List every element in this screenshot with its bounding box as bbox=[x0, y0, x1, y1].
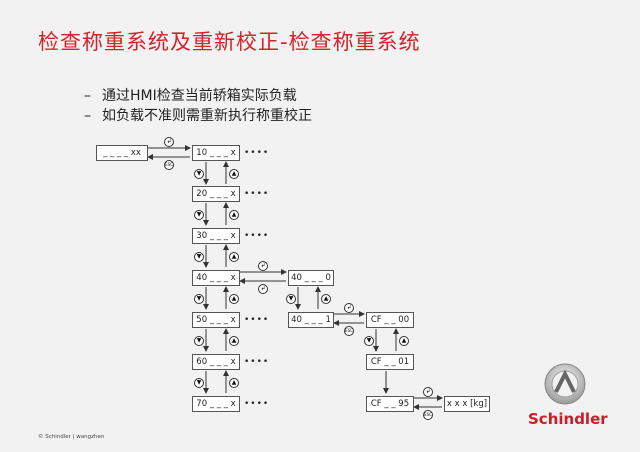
down-arrow-icon[interactable]: ▼ bbox=[194, 169, 204, 179]
up-arrow-icon[interactable]: ▲ bbox=[229, 169, 239, 179]
menu-item-10[interactable]: 10 _ _ _ x bbox=[192, 145, 240, 161]
footer-copyright: © Schindler | wangzhen bbox=[38, 434, 105, 440]
down-arrow-icon[interactable]: ▼ bbox=[194, 294, 204, 304]
menu-item-70[interactable]: 70 _ _ _ x bbox=[192, 396, 240, 412]
down-arrow-icon[interactable]: ▼ bbox=[194, 210, 204, 220]
vertical-ellipsis: ···· bbox=[384, 372, 388, 396]
more-marker: •••• bbox=[244, 189, 270, 199]
bullet-text: 如负载不准则需重新执行称重校正 bbox=[102, 108, 312, 124]
sub-item-40-1[interactable]: 40 _ _ _ 1 bbox=[288, 312, 334, 328]
down-arrow-icon[interactable]: ▼ bbox=[364, 336, 374, 346]
down-arrow-icon[interactable]: ▼ bbox=[286, 294, 296, 304]
esc-icon[interactable]: ESC bbox=[344, 326, 354, 336]
menu-item-20[interactable]: 20 _ _ _ x bbox=[192, 186, 240, 202]
menu-item-30[interactable]: 30 _ _ _ x bbox=[192, 228, 240, 244]
up-arrow-icon[interactable]: ▲ bbox=[321, 294, 331, 304]
up-arrow-icon[interactable]: ▲ bbox=[229, 294, 239, 304]
up-arrow-icon[interactable]: ▲ bbox=[229, 252, 239, 262]
up-arrow-icon[interactable]: ▲ bbox=[229, 336, 239, 346]
menu-item-50[interactable]: 50 _ _ _ x bbox=[192, 312, 240, 328]
down-arrow-icon[interactable]: ▼ bbox=[194, 252, 204, 262]
bullet-item: –如负载不准则需重新执行称重校正 bbox=[84, 108, 312, 124]
more-marker: •••• bbox=[244, 148, 270, 158]
enter-icon[interactable]: ↲ bbox=[423, 387, 433, 397]
cf-item-01[interactable]: CF _ _ 01 bbox=[366, 354, 414, 370]
slide-title: 检查称重系统及重新校正-检查称重系统 bbox=[38, 30, 421, 54]
esc-icon[interactable]: ESC bbox=[164, 160, 174, 170]
up-arrow-icon[interactable]: ▲ bbox=[399, 336, 409, 346]
esc-icon[interactable]: ESC bbox=[423, 410, 433, 420]
result-box-kg: x x x [kg] bbox=[444, 396, 490, 412]
cf-item-95[interactable]: CF _ _ 95 bbox=[366, 396, 414, 412]
bullet-list: –通过HMI检查当前轿箱实际负载 –如负载不准则需重新执行称重校正 bbox=[84, 86, 312, 126]
more-marker: •••• bbox=[244, 315, 270, 325]
down-arrow-icon[interactable]: ▼ bbox=[194, 336, 204, 346]
enter-icon[interactable]: ↲ bbox=[258, 261, 268, 271]
enter-icon[interactable]: ↲ bbox=[164, 137, 174, 147]
menu-item-40[interactable]: 40 _ _ _ x bbox=[192, 270, 240, 286]
sub-item-40-0[interactable]: 40 _ _ _ 0 bbox=[288, 270, 334, 286]
enter-icon[interactable]: ↲ bbox=[258, 284, 268, 294]
more-marker: •••• bbox=[244, 399, 270, 409]
down-arrow-icon[interactable]: ▼ bbox=[194, 378, 204, 388]
enter-icon[interactable]: ↲ bbox=[344, 303, 354, 313]
up-arrow-icon[interactable]: ▲ bbox=[229, 378, 239, 388]
bullet-item: –通过HMI检查当前轿箱实际负载 bbox=[84, 88, 297, 104]
menu-item-60[interactable]: 60 _ _ _ x bbox=[192, 354, 240, 370]
bullet-text: 通过HMI检查当前轿箱实际负载 bbox=[102, 88, 297, 104]
more-marker: •••• bbox=[244, 231, 270, 241]
display-box-initial: _ _ _ _ xx bbox=[96, 145, 148, 161]
brand-name: Schindler bbox=[528, 410, 608, 428]
up-arrow-icon[interactable]: ▲ bbox=[229, 210, 239, 220]
cf-item-00[interactable]: CF _ _ 00 bbox=[366, 312, 414, 328]
schindler-logo-icon bbox=[544, 363, 586, 405]
more-marker: •••• bbox=[244, 357, 270, 367]
